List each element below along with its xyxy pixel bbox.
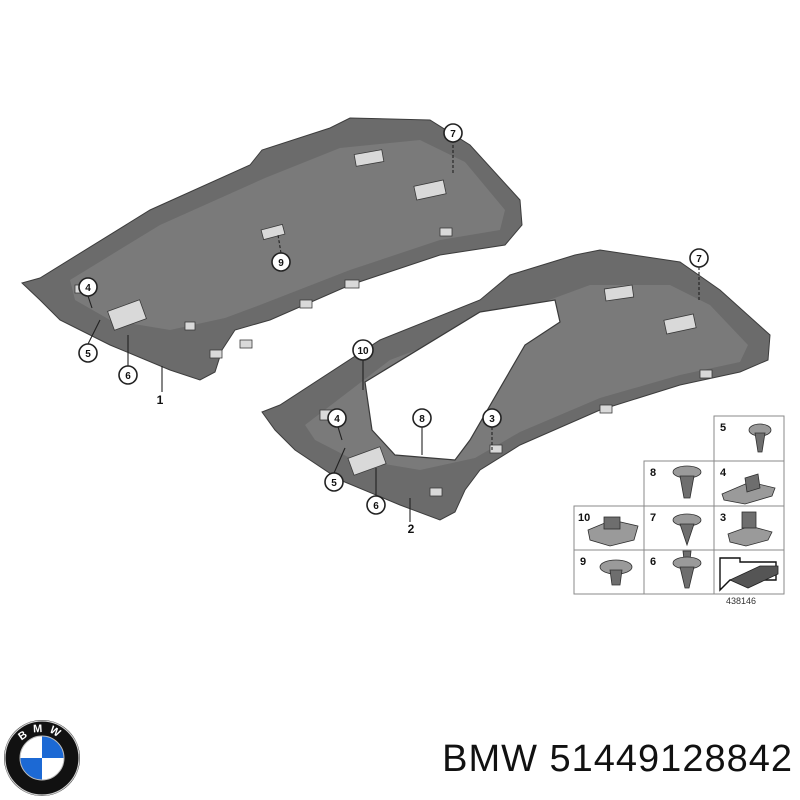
callout-7a: 7 (443, 123, 463, 143)
leader-5a (87, 319, 101, 345)
svg-text:7: 7 (696, 254, 702, 265)
callout-3: 3 (482, 408, 502, 428)
grid-label-9: 9 (580, 556, 586, 568)
grid-label-4: 4 (720, 467, 727, 479)
leader-4b (337, 426, 343, 441)
grid-cell-5 (713, 415, 785, 462)
push-clip-icon (672, 513, 702, 547)
grid-label-6: 6 (650, 556, 656, 568)
svg-text:5: 5 (85, 349, 91, 360)
retainer-clip-icon (587, 516, 639, 547)
leader-9 (277, 234, 282, 254)
svg-text:4: 4 (334, 414, 340, 425)
leader-4a (87, 295, 93, 309)
svg-text:8: 8 (419, 414, 425, 425)
flange-screw-icon (599, 559, 633, 586)
svg-text:5: 5 (331, 478, 337, 489)
svg-text:4: 4 (85, 283, 91, 294)
callout-4b: 4 (327, 408, 347, 428)
bracket-icon (721, 473, 776, 505)
headliner-1 (21, 117, 523, 381)
clip-icon (672, 465, 702, 499)
assembly-label-1: 1 (157, 393, 164, 407)
grid-label-7: 7 (650, 512, 656, 524)
svg-text:6: 6 (125, 371, 131, 382)
svg-text:3: 3 (489, 414, 495, 425)
grid-cell-7 (643, 505, 715, 551)
diagram-id: 438146 (726, 596, 756, 606)
assembly-label-2: 2 (408, 522, 415, 536)
callout-5a: 5 (78, 343, 98, 363)
screw-icon (748, 423, 772, 453)
callout-6a: 6 (118, 365, 138, 385)
grid-label-3: 3 (720, 512, 726, 524)
grid-label-8: 8 (650, 467, 656, 479)
svg-text:10: 10 (357, 346, 369, 357)
brand-part-number: BMW 51449128842 (442, 738, 793, 780)
callout-8: 8 (412, 408, 432, 428)
svg-text:7: 7 (450, 129, 456, 140)
arrow-icon (719, 557, 779, 592)
callout-4a: 4 (78, 277, 98, 297)
grid-label-10: 10 (578, 512, 590, 524)
mounting-bracket-icon (727, 511, 773, 547)
callout-10: 10 (352, 339, 374, 361)
svg-text:6: 6 (373, 501, 379, 512)
callout-7b: 7 (689, 248, 709, 268)
grid-label-5: 5 (720, 422, 726, 434)
callout-6b: 6 (366, 495, 386, 515)
callout-9: 9 (271, 252, 291, 272)
parts-grid: 5 8 4 10 7 3 9 6 (573, 415, 785, 606)
callout-5b: 5 (324, 472, 344, 492)
leader-5b (333, 447, 346, 474)
expansion-clip-icon (672, 550, 702, 589)
svg-text:9: 9 (278, 258, 284, 269)
bmw-logo-icon: BMW (4, 720, 80, 796)
